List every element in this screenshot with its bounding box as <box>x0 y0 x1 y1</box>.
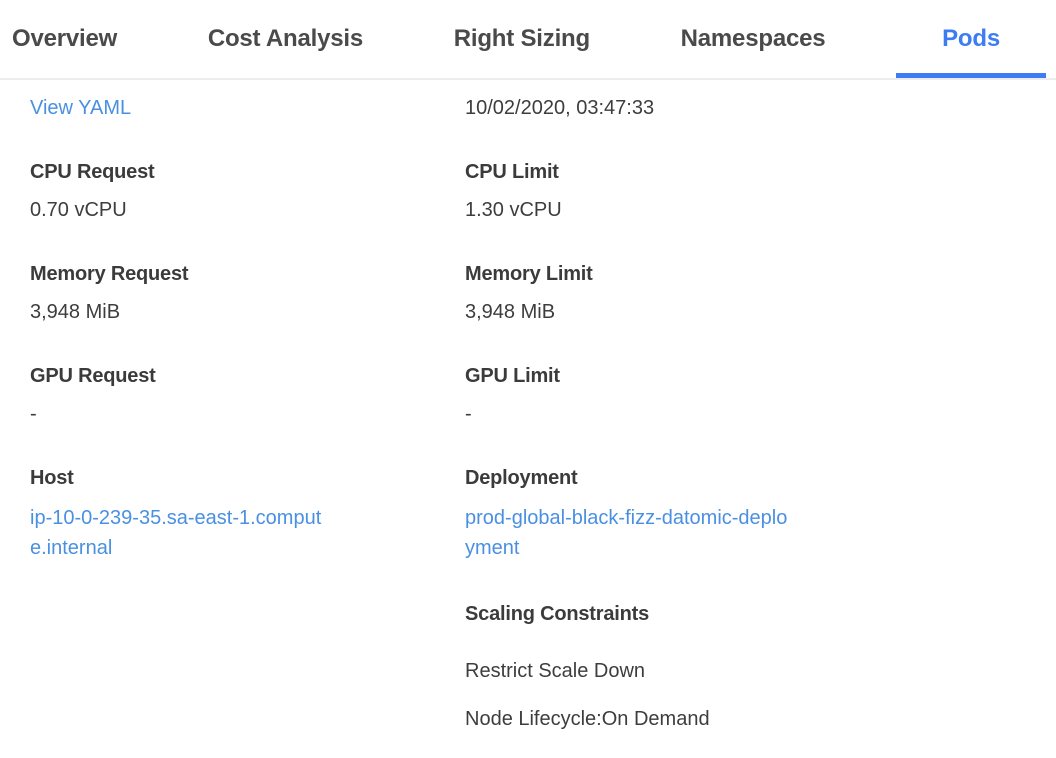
details-left-column: View YAML CPU Request 0.70 vCPU Memory R… <box>30 95 465 755</box>
field-cpu-limit: CPU Limit 1.30 vCPU <box>465 159 1056 223</box>
field-label: Deployment <box>465 467 578 489</box>
details-right-column: 10/02/2020, 03:47:33 CPU Limit 1.30 vCPU… <box>465 95 1056 755</box>
field-value: 1.30 vCPU <box>465 199 562 221</box>
tab-cost-analysis[interactable]: Cost Analysis <box>207 25 364 52</box>
view-yaml-link[interactable]: View YAML <box>30 97 132 119</box>
scaling-constraints-title: Scaling Constraints <box>465 603 650 625</box>
scaling-constraints-section: Scaling Constraints Restrict Scale Down … <box>465 601 1056 731</box>
field-label: Memory Request <box>30 263 189 285</box>
field-label: CPU Limit <box>465 161 559 183</box>
field-gpu-request: GPU Request - <box>30 363 465 427</box>
field-host: Host ip-10-0-239-35.sa-east-1.compute.in… <box>30 465 465 563</box>
field-cpu-request: CPU Request 0.70 vCPU <box>30 159 465 223</box>
tab-pods[interactable]: Pods <box>896 0 1046 78</box>
field-label: Memory Limit <box>465 263 593 285</box>
host-link[interactable]: ip-10-0-239-35.sa-east-1.compute.interna… <box>30 507 322 559</box>
field-value: 3,948 MiB <box>30 301 121 323</box>
scaling-constraint-restrict-scale-down: Restrict Scale Down <box>465 660 646 682</box>
field-memory-limit: Memory Limit 3,948 MiB <box>465 261 1056 325</box>
timestamp: 10/02/2020, 03:47:33 <box>465 97 655 119</box>
field-label: GPU Limit <box>465 365 560 387</box>
field-gpu-limit: GPU Limit - <box>465 363 1056 427</box>
tab-overview[interactable]: Overview <box>12 25 118 52</box>
scaling-constraint-node-lifecycle: Node Lifecycle:On Demand <box>465 708 710 730</box>
field-value: - <box>465 403 472 425</box>
field-value: - <box>30 403 37 425</box>
field-value: 0.70 vCPU <box>30 199 127 221</box>
field-label: Host <box>30 467 74 489</box>
field-value: 3,948 MiB <box>465 301 556 323</box>
field-label: CPU Request <box>30 161 155 183</box>
tab-bar: Overview Cost Analysis Right Sizing Name… <box>0 0 1056 80</box>
pod-details-panel: View YAML CPU Request 0.70 vCPU Memory R… <box>0 80 1056 755</box>
tab-right-sizing[interactable]: Right Sizing <box>453 25 590 52</box>
field-label: GPU Request <box>30 365 156 387</box>
tab-namespaces[interactable]: Namespaces <box>680 25 826 52</box>
field-memory-request: Memory Request 3,948 MiB <box>30 261 465 325</box>
field-deployment: Deployment prod-global-black-fizz-datomi… <box>465 465 1056 563</box>
deployment-link[interactable]: prod-global-black-fizz-datomic-deploymen… <box>465 507 788 559</box>
